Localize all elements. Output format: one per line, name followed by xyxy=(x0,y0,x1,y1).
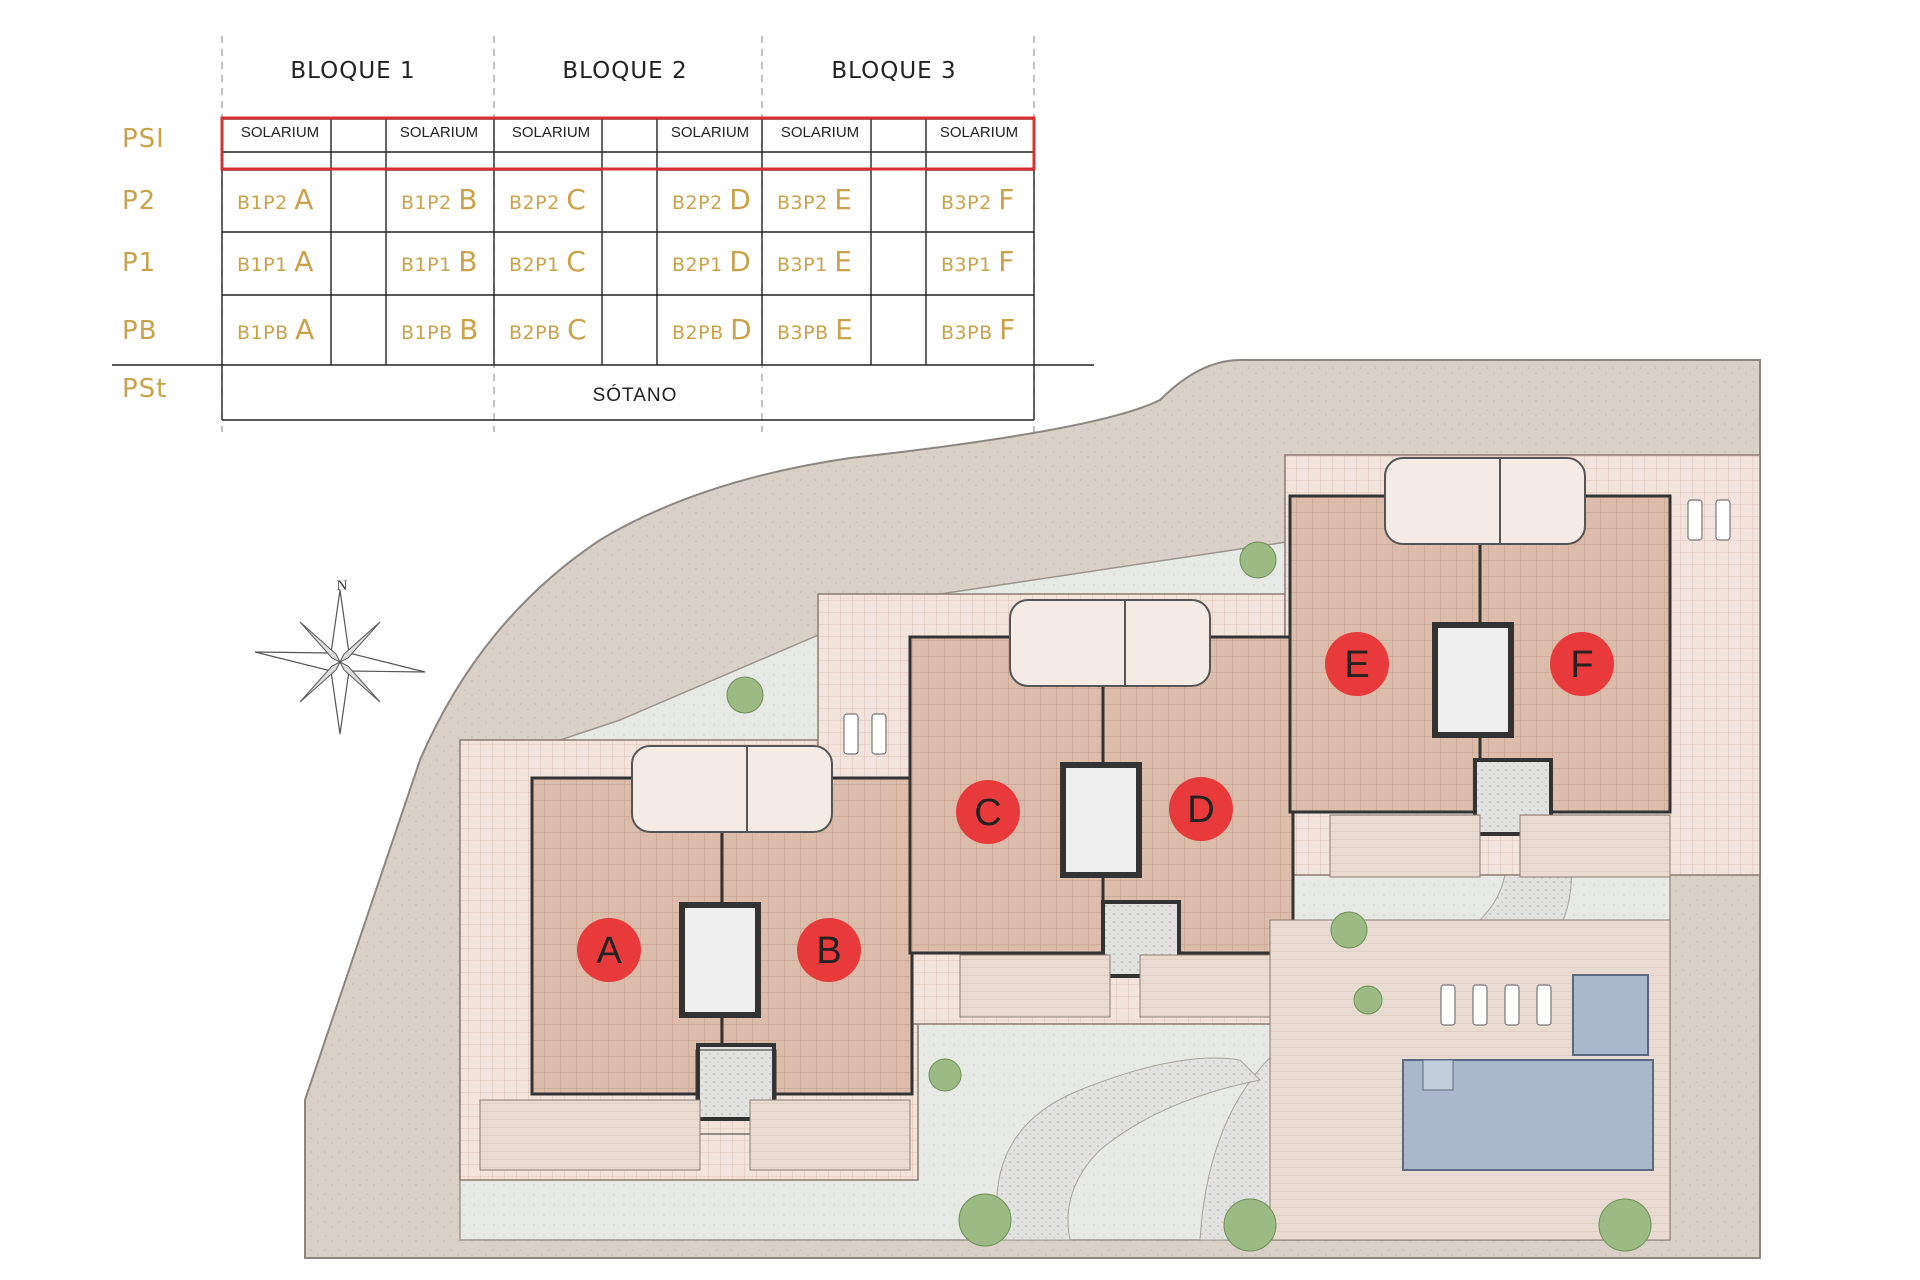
unit-b3pbf: B3PB F xyxy=(941,313,1016,346)
floor-label-p1: P1 xyxy=(122,248,157,278)
svg-text:C: C xyxy=(974,792,1001,834)
marker-a xyxy=(577,918,641,982)
unit-b3p1e: B3P1 E xyxy=(777,245,853,278)
solarium-a: SOLARIUM xyxy=(240,124,320,141)
bloque-2-title: BLOQUE 2 xyxy=(562,58,688,84)
stair-core-1 xyxy=(679,902,761,1018)
solarium-f: SOLARIUM xyxy=(939,124,1019,141)
solarium-e: SOLARIUM xyxy=(780,124,860,141)
distribution-table-lines xyxy=(112,36,1094,432)
unit-b2pbd: B2PB D xyxy=(672,313,753,346)
svg-text:E: E xyxy=(1344,644,1369,686)
floor-label-pb: PB xyxy=(122,316,158,346)
unit-b1p2b: B1P2 B xyxy=(401,183,478,216)
floor-label-psi: PSI xyxy=(122,124,165,154)
unit-b3p1f: B3P1 F xyxy=(941,245,1015,278)
svg-text:D: D xyxy=(1187,789,1214,831)
solarium-c: SOLARIUM xyxy=(511,124,591,141)
marker-b xyxy=(797,918,861,982)
unit-b2pbc: B2PB C xyxy=(509,313,588,346)
marker-f xyxy=(1550,632,1614,696)
unit-b1pba: B1PB A xyxy=(237,313,315,346)
bloque-3-title: BLOQUE 3 xyxy=(831,58,957,84)
stair-core-3 xyxy=(1432,622,1514,738)
unit-b2p2c: B2P2 C xyxy=(509,183,587,216)
unit-b3pbe: B3PB E xyxy=(777,313,854,346)
unit-b1pbb: B1PB B xyxy=(401,313,479,346)
solarium-d: SOLARIUM xyxy=(670,124,750,141)
marker-e xyxy=(1325,632,1389,696)
unit-markers: A B C D E F xyxy=(577,632,1614,982)
unit-b1p1b: B1P1 B xyxy=(401,245,478,278)
unit-b3p2f: B3P2 F xyxy=(941,183,1015,216)
unit-b1p2a: B1P2 A xyxy=(237,183,314,216)
floor-label-p2: P2 xyxy=(122,186,157,216)
marker-c xyxy=(956,780,1020,844)
sotano-label: SÓTANO xyxy=(592,385,678,406)
solarium-b: SOLARIUM xyxy=(399,124,479,141)
solarium-highlight xyxy=(220,116,1036,171)
svg-text:B: B xyxy=(816,930,841,972)
unit-b3p2e: B3P2 E xyxy=(777,183,853,216)
compass-rose xyxy=(254,589,426,735)
compass-north-label: N xyxy=(337,578,348,594)
svg-text:A: A xyxy=(596,930,622,972)
bloque-1-title: BLOQUE 1 xyxy=(290,58,416,84)
unit-b1p1a: B1P1 A xyxy=(237,245,314,278)
unit-b2p2d: B2P2 D xyxy=(672,183,752,216)
unit-b2p1c: B2P1 C xyxy=(509,245,587,278)
marker-d xyxy=(1169,777,1233,841)
stair-core-2 xyxy=(1060,762,1142,878)
unit-b2p1d: B2P1 D xyxy=(672,245,752,278)
floor-label-pst: PSt xyxy=(122,374,168,404)
kids-pool xyxy=(1572,974,1649,1056)
svg-text:F: F xyxy=(1570,644,1593,686)
